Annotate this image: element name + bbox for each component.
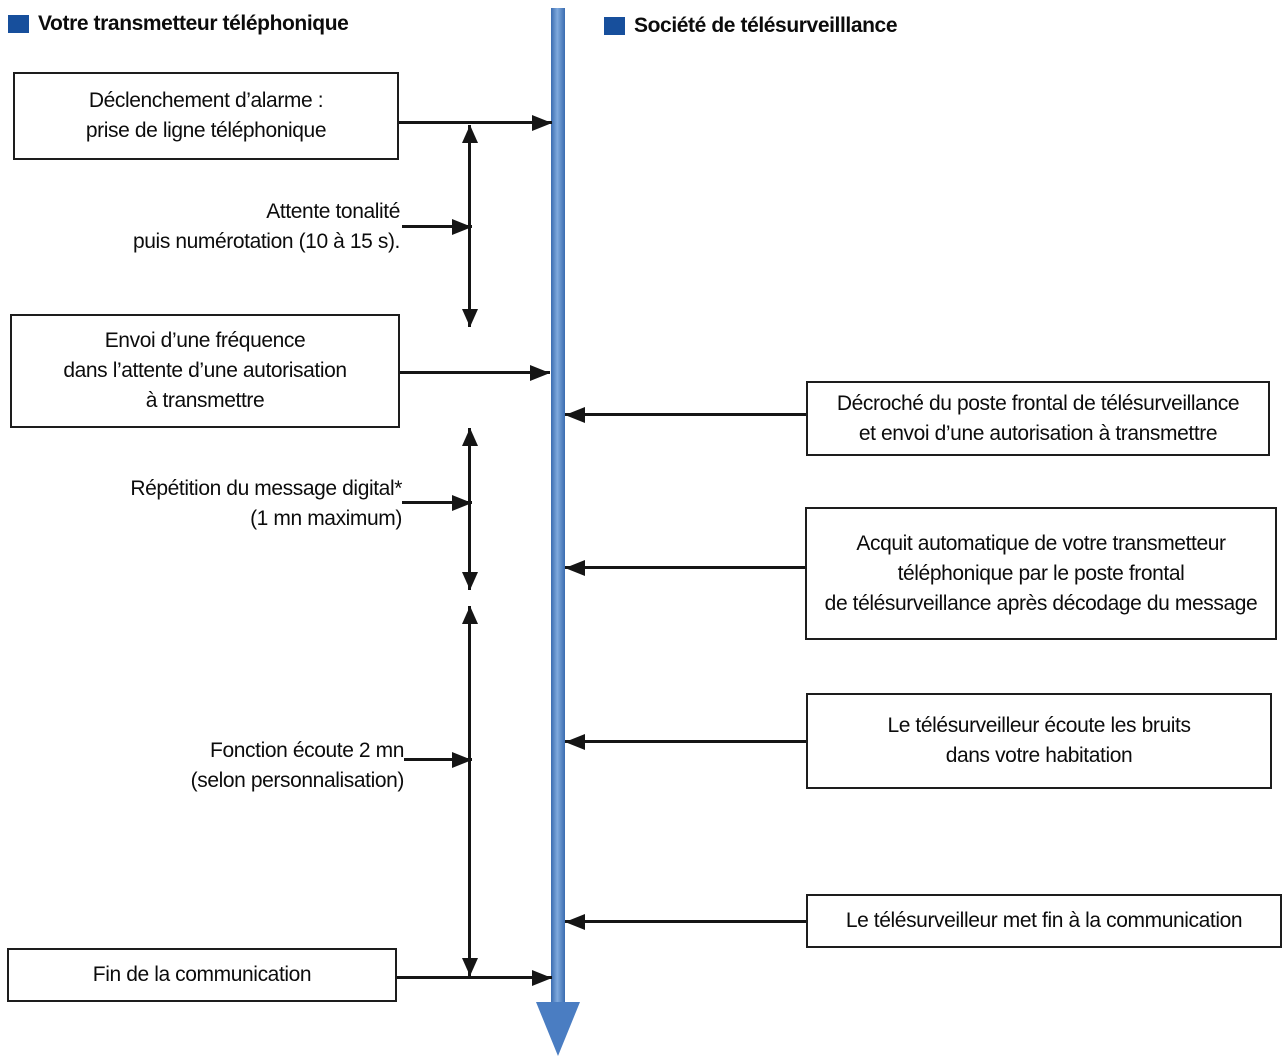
- label-wait-dial-tone-line2: puis numérotation (10 à 15 s).: [133, 230, 400, 253]
- label-message-repeat-line2: (1 mn maximum): [250, 507, 402, 530]
- timeline-line: [551, 8, 565, 1006]
- box-alarm-trigger-line2: prise de ligne téléphonique: [85, 119, 327, 142]
- box-automatic-acknowledge: Acquit automatique de votre transmetteur…: [805, 507, 1277, 640]
- label-message-repeat-line1: Répétition du message digital*: [130, 477, 402, 500]
- box-offhook-authorization-line2: et envoi d’une autorisation à transmettr…: [858, 421, 1218, 445]
- box-frequency-send-line3: à transmettre: [145, 389, 265, 412]
- arrow-offhook-to-timeline-icon: [565, 413, 806, 416]
- timeline-arrowhead-icon: [536, 1002, 580, 1056]
- arrow-listen-label-icon: [404, 758, 472, 761]
- box-offhook-authorization: Décroché du poste frontal de télésurveil…: [806, 381, 1270, 456]
- arrow-endscall-to-timeline-icon: [565, 920, 806, 923]
- box-frequency-send: Envoi d’une fréquence dans l’attente d’u…: [10, 314, 400, 428]
- label-listen-function-line2: (selon personnalisation): [190, 769, 405, 792]
- legend-right: Société de télésurveilllance: [604, 14, 898, 38]
- box-automatic-acknowledge-line2: téléphonique par le poste frontal: [897, 561, 1185, 585]
- arrow-acknowledge-to-timeline-icon: [565, 566, 805, 569]
- arrow-dialtone-label-icon: [402, 225, 472, 228]
- legend-left: Votre transmetteur téléphonique: [8, 12, 349, 36]
- box-automatic-acknowledge-line3: de télésurveillance après décodage du me…: [824, 591, 1258, 615]
- box-end-communication-line1: Fin de la communication: [92, 963, 312, 986]
- box-alarm-trigger-line1: Déclenchement d’alarme :: [88, 89, 324, 112]
- box-alarm-trigger: Déclenchement d’alarme : prise de ligne …: [13, 72, 399, 160]
- legend-right-swatch-icon: [604, 17, 625, 35]
- arrow-alarm-to-timeline-icon: [399, 121, 552, 124]
- box-operator-ends-call-line1: Le télésurveilleur met fin à la communic…: [845, 909, 1243, 932]
- box-operator-listens: Le télésurveilleur écoute les bruits dan…: [806, 693, 1272, 789]
- box-frequency-send-line2: dans l’attente d’une autorisation: [63, 359, 347, 382]
- duration-arrow-dialing-icon: [468, 125, 471, 327]
- legend-right-label: Société de télésurveilllance: [634, 14, 898, 37]
- box-automatic-acknowledge-line1: Acquit automatique de votre transmetteur: [856, 531, 1226, 555]
- legend-left-swatch-icon: [8, 15, 29, 33]
- box-operator-ends-call: Le télésurveilleur met fin à la communic…: [806, 894, 1282, 948]
- arrow-repeat-label-icon: [402, 501, 472, 504]
- arrow-frequency-to-timeline-icon: [400, 371, 550, 374]
- box-end-communication: Fin de la communication: [7, 948, 397, 1002]
- box-operator-listens-line1: Le télésurveilleur écoute les bruits: [887, 714, 1191, 737]
- box-operator-listens-line2: dans votre habitation: [945, 744, 1133, 767]
- label-wait-dial-tone-line1: Attente tonalité: [266, 200, 400, 223]
- duration-arrow-listen-icon: [468, 606, 471, 976]
- label-message-repeat: Répétition du message digital* (1 mn max…: [100, 474, 402, 534]
- box-frequency-send-line1: Envoi d’une fréquence: [104, 329, 306, 352]
- arrow-end-to-timeline-icon: [397, 976, 552, 979]
- arrow-listens-to-timeline-icon: [565, 740, 806, 743]
- label-wait-dial-tone: Attente tonalité puis numérotation (10 à…: [100, 197, 400, 257]
- legend-left-label: Votre transmetteur téléphonique: [38, 12, 349, 35]
- duration-arrow-message-icon: [468, 428, 471, 590]
- label-listen-function: Fonction écoute 2 mn (selon personnalisa…: [104, 736, 405, 796]
- label-listen-function-line1: Fonction écoute 2 mn: [210, 739, 404, 762]
- box-offhook-authorization-line1: Décroché du poste frontal de télésurveil…: [836, 391, 1240, 415]
